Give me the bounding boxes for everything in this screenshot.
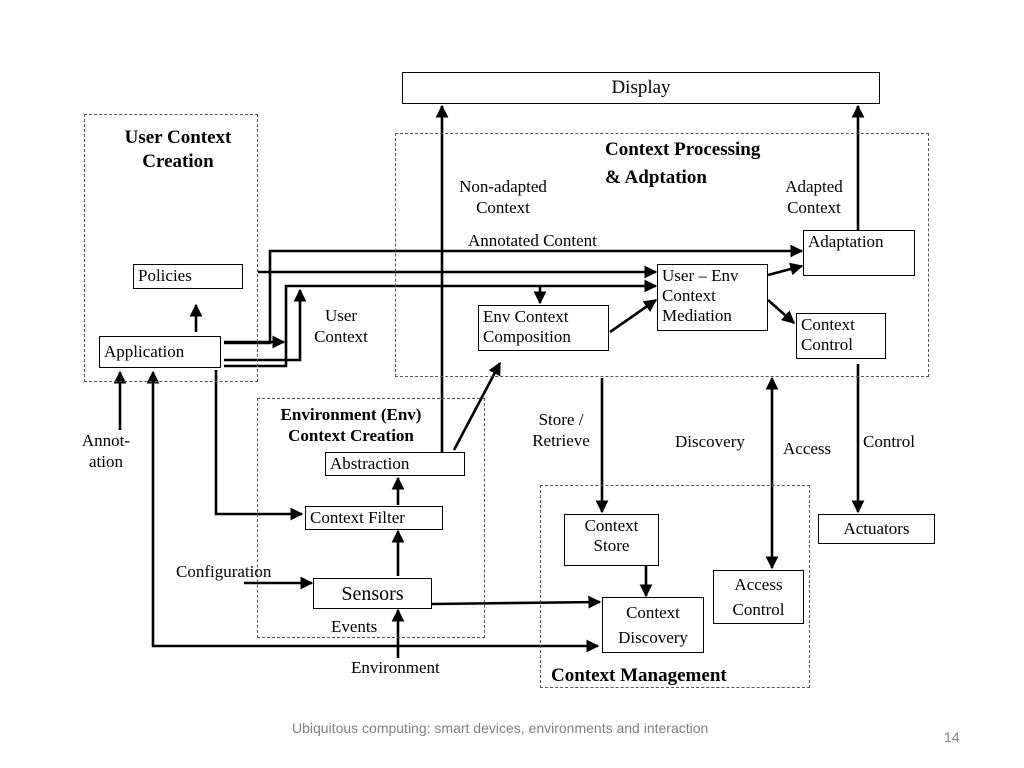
label-discovery: Discovery bbox=[675, 432, 745, 451]
adaptation-box: Adaptation bbox=[803, 230, 915, 276]
label-annotated-content: Annotated Content bbox=[468, 231, 597, 250]
label-access: Access bbox=[783, 439, 832, 458]
context-store-box: Context Store bbox=[564, 514, 659, 566]
region-user-context-creation bbox=[84, 114, 258, 382]
abstraction-box: Abstraction bbox=[325, 452, 465, 476]
region-context-processing bbox=[395, 133, 929, 377]
policies-box: Policies bbox=[133, 264, 243, 289]
arrow-mediation-to-adaptation bbox=[767, 262, 804, 277]
label-store-retrieve: Store / Retrieve bbox=[532, 410, 590, 450]
context-filter-box: Context Filter bbox=[305, 506, 443, 530]
arrow-user-context-up bbox=[224, 288, 307, 362]
footer-caption: Ubiquitous computing: smart devices, env… bbox=[292, 720, 709, 736]
title-context-processing: Context Processing & Adptation bbox=[605, 139, 761, 188]
label-non-adapted-context: Non-adapted Context bbox=[459, 177, 547, 217]
display-box: Display bbox=[402, 72, 880, 104]
label-adapted-context: Adapted Context bbox=[785, 177, 843, 217]
region-env-context-creation bbox=[257, 398, 485, 638]
label-environment: Environment bbox=[351, 658, 440, 677]
label-user-context: User Context bbox=[314, 306, 368, 346]
sensors-box: Sensors bbox=[313, 578, 432, 609]
context-discovery-box: Context Discovery bbox=[602, 597, 704, 653]
arrow-application-discovery-loop bbox=[146, 370, 600, 653]
page-number: 14 bbox=[944, 729, 960, 745]
label-control: Control bbox=[863, 432, 915, 451]
label-configuration: Configuration bbox=[176, 562, 272, 581]
title-context-management: Context Management bbox=[551, 665, 727, 686]
title-env-context-creation: Environment (Env) Context Creation bbox=[280, 405, 422, 445]
access-control-box: Access Control bbox=[713, 570, 804, 624]
actuators-box: Actuators bbox=[818, 514, 935, 544]
region-context-management bbox=[540, 485, 810, 688]
arrow-composition-to-mediation bbox=[609, 298, 658, 334]
application-box: Application bbox=[99, 336, 221, 368]
title-user-context-creation: User Context Creation bbox=[124, 127, 232, 172]
env-context-composition-box: Env Context Composition bbox=[478, 305, 609, 351]
user-env-mediation-box: User – Env Context Mediation bbox=[657, 264, 768, 331]
label-events: Events bbox=[331, 617, 378, 636]
arrow-user-context-to-mediation bbox=[224, 279, 658, 368]
label-annotation: Annot- ation bbox=[81, 431, 131, 471]
context-control-box: Context Control bbox=[796, 313, 886, 359]
arrow-mediation-to-control bbox=[767, 299, 795, 324]
